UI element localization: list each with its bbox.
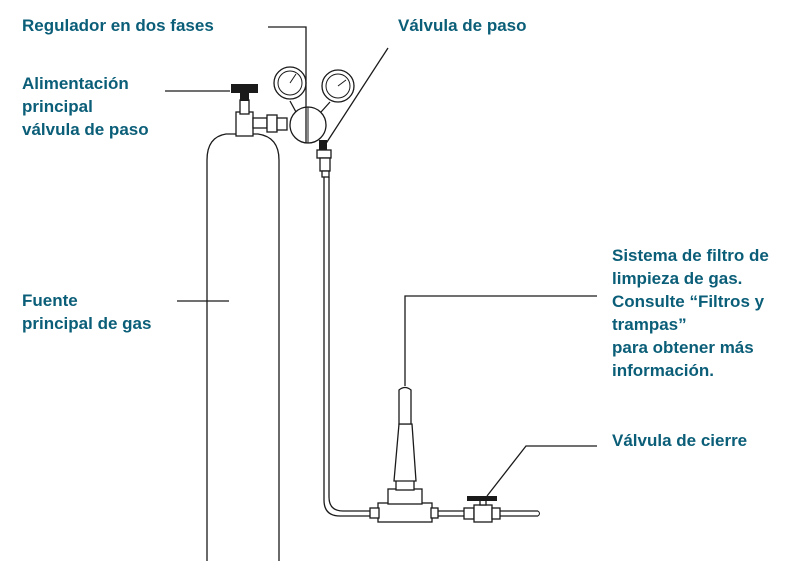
supply-tubing xyxy=(323,177,540,517)
regulator-outlet-valve xyxy=(316,140,332,178)
label-regulator: Regulador en dos fases xyxy=(22,16,214,35)
label-shutoff-valve-top: Válvula de paso xyxy=(398,16,527,35)
regulator xyxy=(289,100,331,144)
gas-clean-filter xyxy=(369,386,439,523)
main-valve-handle xyxy=(231,84,258,101)
label-shutoff-valve-bottom: Válvula de cierre xyxy=(612,431,748,450)
gas-cylinder xyxy=(206,99,288,561)
shutoff-valve xyxy=(463,496,501,523)
pressure-gauge-left xyxy=(273,66,307,100)
label-gas-source: Fuente principal de gas xyxy=(22,291,152,333)
label-filter-system: Sistema de filtro de limpieza de gas. Co… xyxy=(612,246,769,380)
pressure-gauge-right xyxy=(321,69,355,103)
label-main-supply-valve: Alimentación principal válvula de paso xyxy=(22,74,149,139)
leader-lines xyxy=(165,26,597,497)
